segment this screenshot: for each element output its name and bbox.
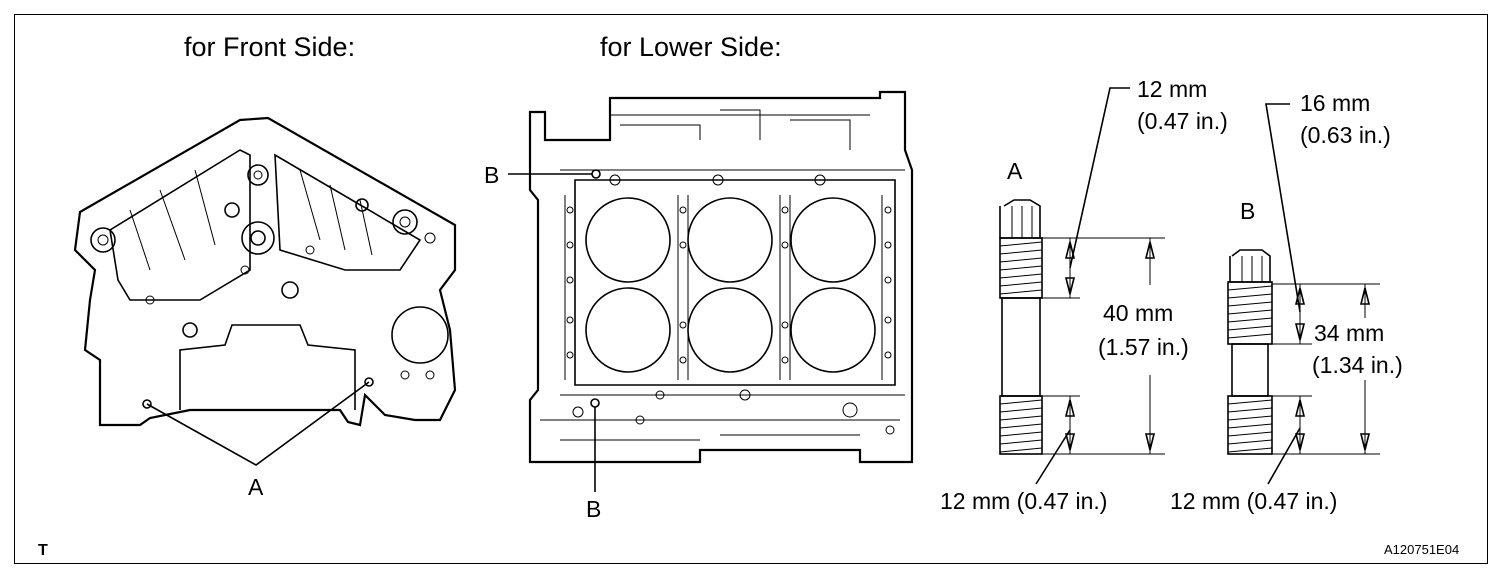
stud-a-top-thread-mm: 12 mm [1137, 76, 1208, 102]
front-side-engine-block [73, 116, 457, 466]
front-callout-a: A [248, 474, 264, 500]
stud-a-label: A [1007, 158, 1023, 184]
lower-side-heading: for Lower Side: [600, 32, 782, 62]
stud-a-bottom-thread: 12 mm (0.47 in.) [940, 488, 1108, 514]
lower-callout-b-bottom: B [586, 496, 602, 522]
stud-b-total-mm: 34 mm [1314, 320, 1385, 346]
stud-b-top-thread-mm: 16 mm [1300, 90, 1371, 116]
stud-b-drawing [1227, 103, 1380, 485]
stud-b-label: B [1240, 198, 1256, 224]
stud-b-bottom-thread: 12 mm (0.47 in.) [1170, 488, 1338, 514]
figure-id: A120751E04 [1384, 542, 1460, 557]
footer-mark-t: T [38, 542, 48, 559]
stud-a-total-in: (1.57 in.) [1098, 334, 1189, 360]
figure-frame [14, 14, 1488, 564]
stud-a-total-mm: 40 mm [1103, 300, 1174, 326]
lower-callout-b-top: B [484, 162, 500, 188]
stud-b-top-thread-in: (0.63 in.) [1300, 122, 1391, 148]
front-side-heading: for Front Side: [184, 32, 356, 62]
stud-a-top-thread-in: (0.47 in.) [1137, 108, 1228, 134]
stud-b-total-in: (1.34 in.) [1312, 352, 1403, 378]
stud-a-drawing [999, 87, 1165, 485]
lower-side-engine-block [508, 90, 914, 492]
